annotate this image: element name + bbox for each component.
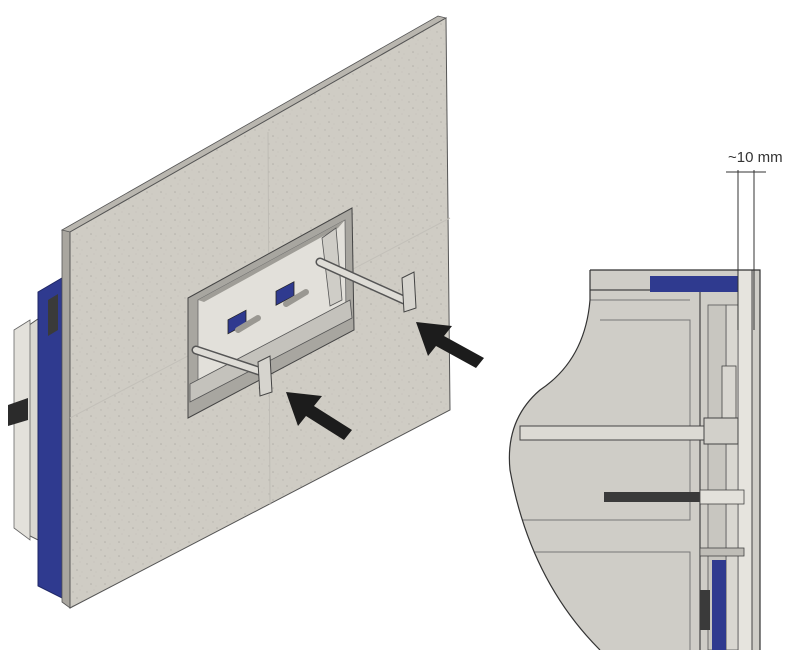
- panel-assembly: [8, 15, 484, 609]
- panel-edge: [61, 227, 71, 609]
- section-screw: [604, 492, 704, 502]
- arrow-upper-icon: [416, 322, 484, 368]
- socket-right: [275, 281, 295, 306]
- side-clip: [8, 398, 28, 426]
- arrow-lower-icon: [286, 392, 352, 440]
- push-arrows: [286, 322, 484, 440]
- rod-cap-right: [401, 271, 417, 313]
- mounting-rods: [191, 257, 417, 397]
- dimension-marker: ~10 mm: [726, 149, 783, 330]
- rod-cap-left: [257, 355, 273, 397]
- section-panel: [737, 270, 753, 650]
- section-blue-frame: [650, 276, 740, 292]
- section-detail: ~10 mm: [508, 149, 783, 650]
- dimension-label: ~10 mm: [728, 149, 783, 166]
- section-rod: [519, 425, 713, 441]
